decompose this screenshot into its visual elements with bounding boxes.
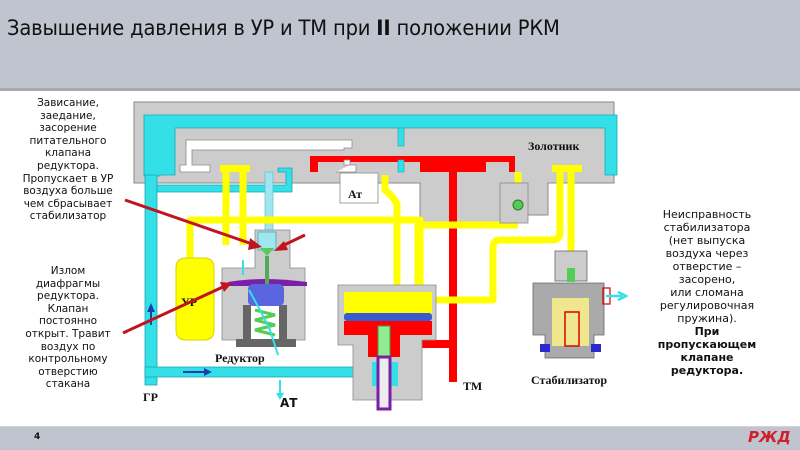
yellow-line-7 [415,172,564,304]
gr-line-vertical [144,174,158,386]
at-exhaust-arrowhead [276,393,284,400]
label-at-bottom: АТ [280,396,298,410]
pointer-arrowhead-1 [248,238,262,250]
relay-yellow-chamber [344,292,432,314]
yellow-cap-right [552,165,582,172]
reducer-valve-housing [257,231,277,251]
gr-line-horizontal [144,366,386,378]
light-cyan-feed [264,171,274,238]
yellow-channels [186,172,575,320]
relay-exhaust-tube [376,355,392,411]
note-stabilizer-bold: При пропускающем клапане редуктора. [657,325,757,377]
label-at-top: Ат [348,187,362,201]
label-reduktor: Редуктор [215,351,265,365]
cyan-connector [156,167,293,193]
tm-line-branch [395,340,455,348]
reducer-base [236,339,296,347]
label-stabilizator: Стабилизатор [531,373,607,387]
gr-up-arrowhead [147,303,155,312]
slide-header: Завышение давления в УР и ТМ при II поло… [0,0,800,91]
stabilizer-spring-frame [564,311,580,347]
page-number: 4 [34,432,41,442]
reducer-valve-cone [260,248,274,256]
stabilizer-nut-left [540,344,550,352]
slide-title: Завышение давления в УР и ТМ при II поло… [7,16,560,40]
pointer-arrows [122,198,306,335]
yellow-line-6 [414,221,518,300]
at-port-box [339,172,379,204]
tm-channel-top [310,156,515,172]
white-channel [179,139,353,173]
title-text-start: Завышение давления в УР и ТМ при [7,16,377,40]
note-diaphragm-fault: Излом диафрагмы редуктора. Клапан постоя… [25,265,111,391]
note-stabilizer-fault: Неисправность стабилизатора (нет выпуска… [648,208,766,377]
tm-line-vertical [449,172,457,382]
pointer-arrowhead-3 [220,282,232,292]
title-roman-numeral: II [376,16,391,40]
stabilizer-exhaust-arrow [606,290,629,302]
rzd-logo: РЖД [748,428,791,446]
relay-diaphragm [344,313,432,321]
slide-footer: 4 РЖД [0,426,800,450]
stabilizer-nut-right [591,344,601,352]
reducer-spring [254,308,276,337]
cyan-mark-1 [397,127,405,147]
note-feed-valve-fault: Зависание, заедание, засорение питательн… [22,97,114,223]
gr-right-arrowhead [204,368,212,376]
label-zolotnik: Золотник [528,139,579,153]
label-tm: ТМ [463,379,482,393]
reducer-piston [248,284,284,306]
note-stabilizer-text: Неисправность стабилизатора (нет выпуска… [659,208,755,325]
flow-arrows [147,260,284,400]
check-valve [512,199,524,211]
label-gr: ГР [143,390,158,404]
reducer-valve-stem [265,256,269,284]
cyan-mark-2 [397,159,405,173]
reducer-leak-arrow-2 [248,289,279,356]
title-text-end: положении РКМ [390,16,560,40]
yellow-cap-top [220,165,250,172]
pointer-arrow-3 [122,284,226,335]
pointer-arrow-1 [124,198,256,247]
pointer-arrowhead-2 [274,241,288,251]
stabilizer-inner [552,298,589,346]
at-port-stem [336,159,357,173]
relay-valve-stem [377,325,391,357]
stabilizer-valve [567,268,575,282]
yellow-line-4 [381,175,401,300]
